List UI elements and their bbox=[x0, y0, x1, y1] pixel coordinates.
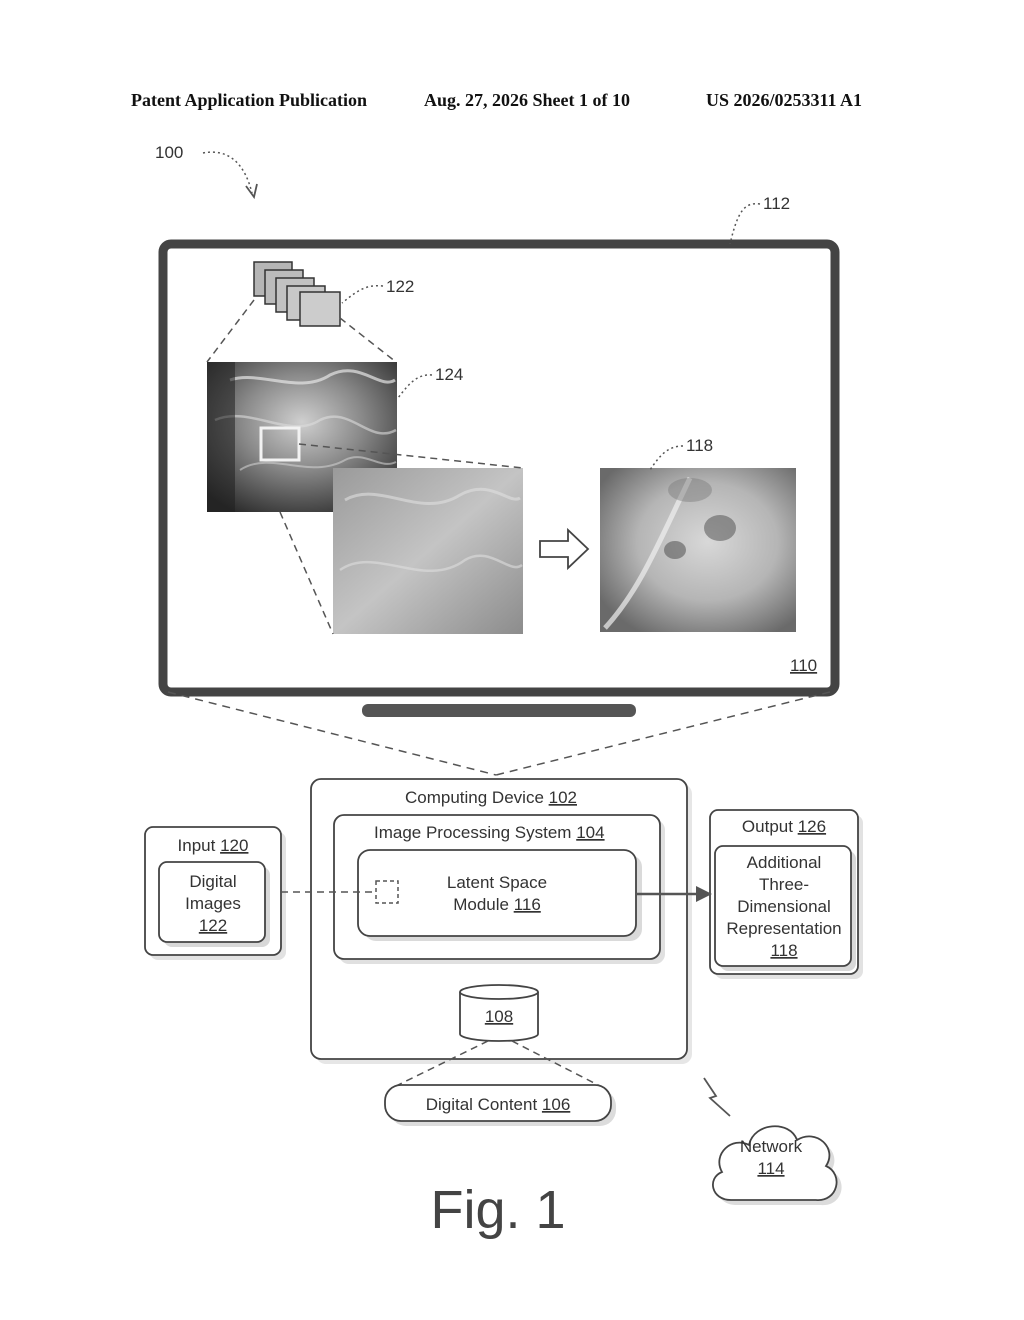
output-label: Output 126 bbox=[742, 817, 826, 836]
digital-images-ref: 122 bbox=[199, 916, 227, 935]
input-label: Input 120 bbox=[178, 836, 249, 855]
network-ref: 114 bbox=[757, 1159, 784, 1178]
ref-100-label: 100 bbox=[155, 143, 183, 162]
ref-118-label: 118 bbox=[686, 436, 713, 455]
latent-module-box bbox=[358, 850, 636, 936]
ref-124-label: 124 bbox=[435, 365, 463, 384]
display-stand-bar bbox=[362, 704, 636, 717]
additional-3d-line2: Three- bbox=[759, 875, 809, 894]
latent-module-line1: Latent Space bbox=[447, 873, 547, 892]
digital-images-line2: Images bbox=[185, 894, 241, 913]
additional-3d-line4: Representation bbox=[726, 919, 841, 938]
computing-device-label: Computing Device 102 bbox=[405, 788, 577, 807]
image-processing-label: Image Processing System 104 bbox=[374, 823, 605, 842]
storage-ref-label: 108 bbox=[485, 1007, 513, 1026]
ref-100-arrowhead bbox=[246, 184, 257, 197]
ref-112-label: 112 bbox=[763, 194, 790, 213]
latent-module-line2: Module 116 bbox=[453, 895, 541, 914]
wireless-link-icon bbox=[704, 1078, 730, 1116]
ref-122-label: 122 bbox=[386, 277, 414, 296]
digital-images-line1: Digital bbox=[189, 872, 236, 891]
additional-3d-line1: Additional bbox=[747, 853, 822, 872]
ref-100-leader bbox=[203, 152, 252, 193]
network-label: Network bbox=[740, 1137, 803, 1156]
additional-3d-ref: 118 bbox=[770, 941, 797, 960]
output-representation-118 bbox=[600, 468, 796, 632]
figure-label: Fig. 1 bbox=[430, 1180, 565, 1240]
ref-110-label: 110 bbox=[790, 656, 817, 675]
additional-3d-line3: Dimensional bbox=[737, 897, 831, 916]
digital-content-label: Digital Content 106 bbox=[426, 1095, 571, 1114]
ref-112-leader bbox=[730, 204, 760, 244]
